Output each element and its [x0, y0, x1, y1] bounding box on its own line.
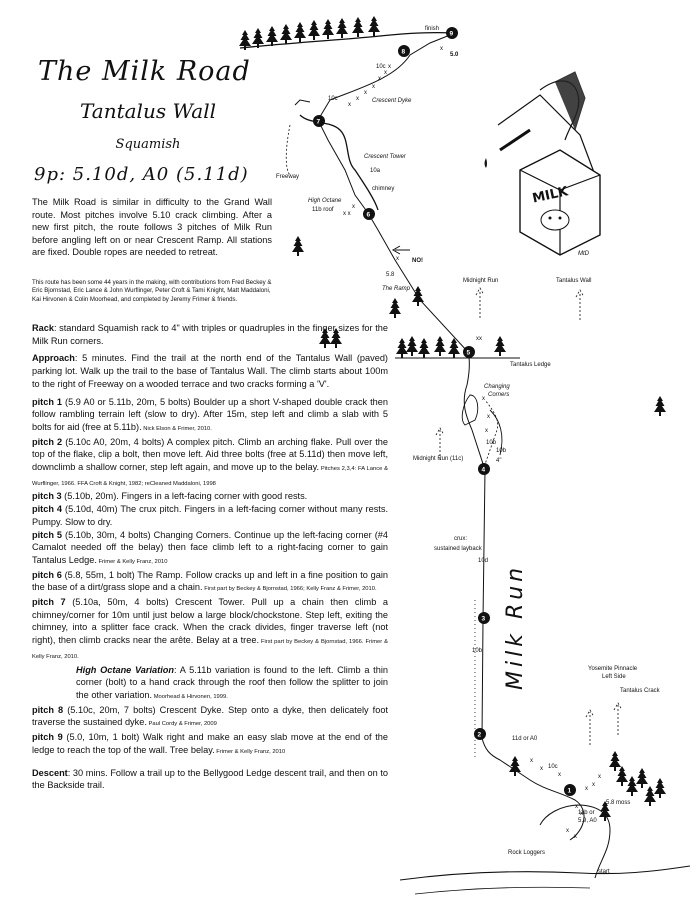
svg-text:x: x — [482, 396, 485, 402]
svg-text:x: x — [592, 782, 595, 788]
summit-trees — [239, 16, 380, 50]
crux-desc: sustained layback — [434, 546, 483, 552]
crux-label: crux: — [454, 536, 467, 542]
svg-text:x: x — [540, 766, 543, 772]
grade-pitch-2: 11d or A0 — [512, 736, 538, 742]
svg-text:x: x — [585, 786, 588, 792]
grade-pitch-7: 10a — [370, 168, 381, 174]
grade-pitch-4: 10b — [496, 448, 507, 454]
svg-text:x: x — [598, 774, 601, 780]
station-9: 9 — [446, 27, 458, 39]
tantalus-wall-label: Tantalus Wall — [556, 278, 591, 284]
svg-text:5: 5 — [467, 350, 471, 357]
svg-text:2: 2 — [478, 732, 482, 739]
left-side-label: Left Side — [602, 674, 626, 680]
changing-label: Changing — [484, 384, 510, 390]
grade-pitch-6: 5.8 — [386, 272, 395, 278]
svg-text:x: x — [396, 256, 399, 262]
station-6: 6 — [363, 208, 375, 220]
rock-loggers-label: Rock Loggers — [508, 850, 545, 856]
tantalus-ledge-label: Tantalus Ledge — [510, 362, 551, 368]
milk-carton-illustration: MILK MtD — [485, 130, 601, 257]
finish-label: finish — [425, 26, 439, 32]
high-octane-roof: 11b roof — [312, 207, 334, 213]
svg-text:x: x — [530, 758, 533, 764]
svg-text:x: x — [348, 102, 351, 108]
high-octane-label: High Octane — [308, 198, 342, 204]
artist-signature: MtD — [578, 251, 590, 257]
midnight-run-11c-label: Midnight Run (11c) — [413, 456, 463, 462]
grade-pitch-1b: 5.9, A0 — [578, 818, 597, 824]
start-label: start — [598, 869, 610, 875]
ledge-trees — [396, 336, 506, 358]
svg-text:xx: xx — [476, 336, 482, 342]
svg-text:x: x — [558, 772, 561, 778]
chimney-label: chimney — [372, 186, 394, 192]
svg-text:1: 1 — [568, 788, 572, 795]
svg-text:x: x — [566, 828, 569, 834]
grade-pitch-5: 10b — [486, 440, 497, 446]
svg-text:x: x — [372, 84, 375, 90]
the-ramp-label: The Ramp — [382, 286, 411, 292]
grade-pitch-9: 5.0 — [450, 52, 459, 58]
station-3: 3 — [478, 612, 490, 624]
station-2: 2 — [474, 728, 486, 740]
station-4: 4 — [478, 463, 490, 475]
grade-pitch-10d: 10d — [478, 558, 488, 564]
tantalus-crack-label: Tantalus Crack — [620, 688, 661, 694]
grade-pitch-4b: 4" — [496, 458, 501, 464]
svg-text:x: x — [384, 70, 387, 76]
station-5: 5 — [463, 346, 475, 358]
station-7: 7 — [313, 115, 325, 127]
corners-label: Corners — [488, 392, 509, 398]
svg-text:7: 7 — [317, 119, 321, 126]
svg-text:9: 9 — [450, 31, 454, 38]
grade-pitch-1: 11b or — [578, 810, 595, 816]
milk-run-label: Milk Run — [503, 564, 528, 690]
svg-text:x: x — [356, 96, 359, 102]
svg-text:x x: x x — [343, 211, 351, 217]
svg-text:x: x — [440, 46, 443, 52]
svg-text:x: x — [378, 76, 381, 82]
grade-pitch-2b: 10c — [548, 764, 558, 770]
grade-pitch-8b: 10c — [328, 96, 338, 102]
grade-pitch-3: 10b — [472, 648, 483, 654]
svg-text:x: x — [388, 64, 391, 70]
svg-text:x: x — [364, 90, 367, 96]
svg-text:x: x — [574, 834, 577, 840]
freeway-label: Freeway — [276, 174, 299, 180]
station-8: 8 — [398, 45, 410, 57]
svg-text:8: 8 — [402, 49, 406, 56]
crescent-tower-label: Crescent Tower — [364, 154, 407, 160]
svg-text:x: x — [487, 414, 490, 420]
svg-text:x: x — [485, 428, 488, 434]
yosemite-label: Yosemite Pinnacle — [588, 666, 638, 672]
no-label: NO! — [412, 258, 423, 264]
svg-text:3: 3 — [482, 616, 486, 623]
station-1: 1 — [564, 784, 576, 796]
crescent-dyke-label: Crescent Dyke — [372, 98, 412, 104]
midnight-run-trees — [292, 236, 666, 416]
svg-text:4: 4 — [482, 467, 486, 474]
svg-text:x: x — [352, 204, 355, 210]
grade-pitch-8: 10c — [376, 64, 386, 70]
moss-label: 5.8 moss — [606, 800, 630, 806]
midnight-run-top-label: Midnight Run — [463, 278, 498, 284]
svg-text:6: 6 — [367, 212, 371, 219]
